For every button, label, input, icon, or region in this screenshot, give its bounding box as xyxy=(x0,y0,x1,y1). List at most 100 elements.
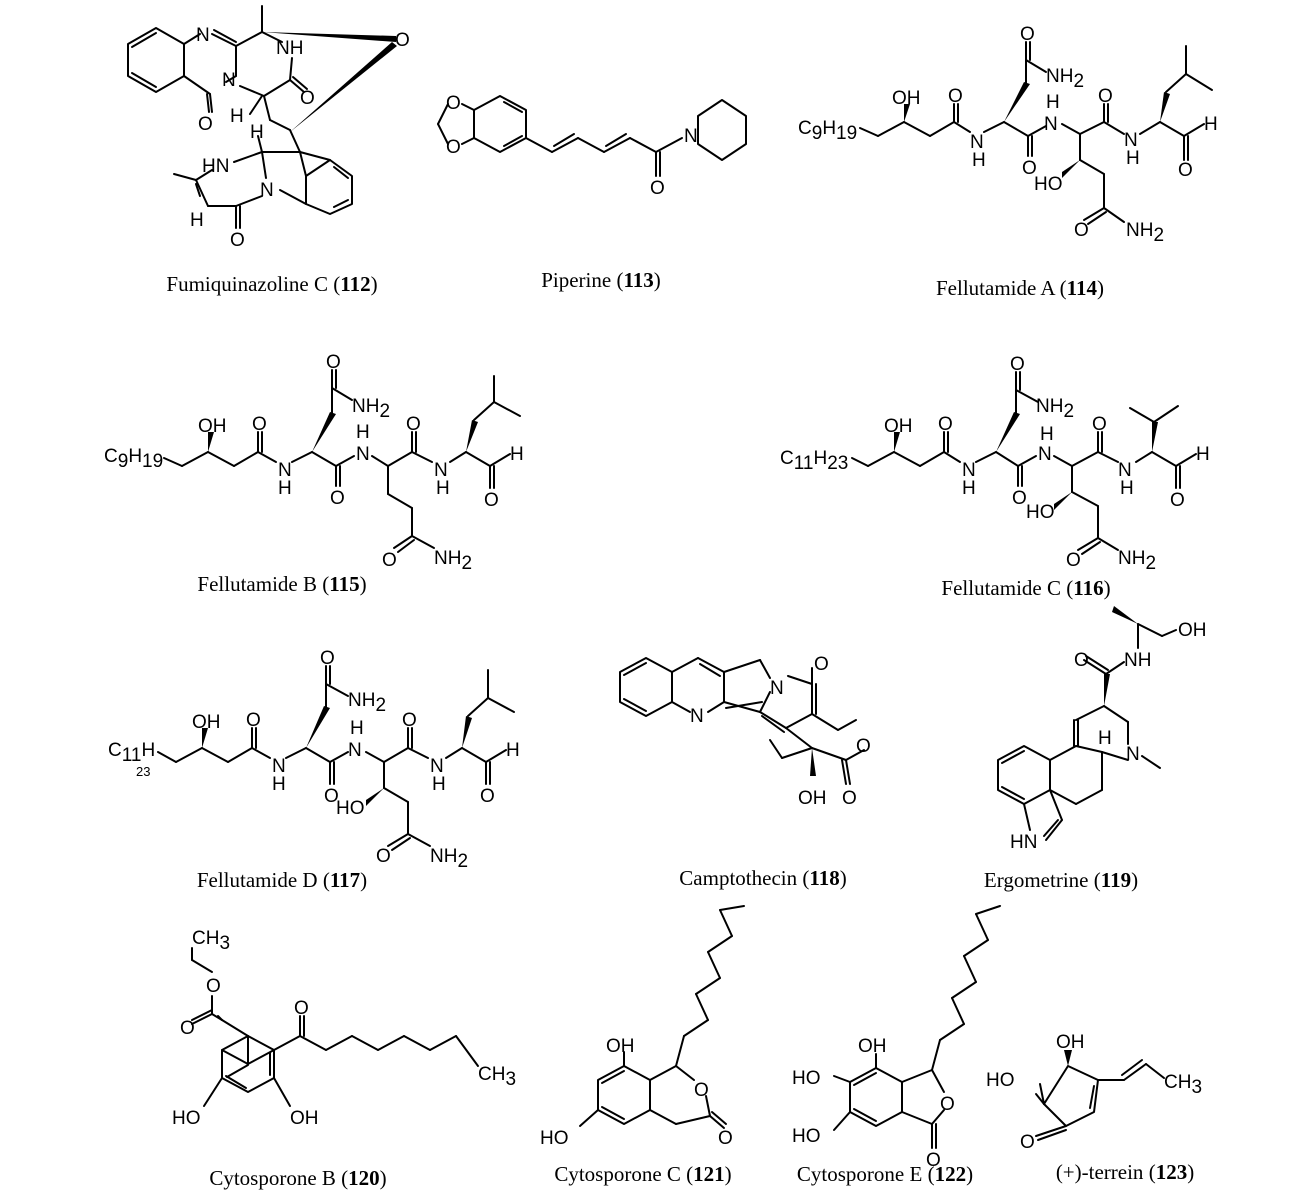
atom-label: HO xyxy=(792,1126,821,1147)
atom-label: OH xyxy=(1178,620,1207,641)
atom-label: N xyxy=(1044,114,1058,135)
atom-label: H xyxy=(250,122,264,143)
atom-label: O xyxy=(1170,490,1185,511)
atom-label: O xyxy=(300,88,315,109)
atom-label: HO xyxy=(1026,502,1055,523)
caption-camptothecin: Camptothecin (118) xyxy=(679,866,847,890)
atom-label: O xyxy=(1092,414,1107,435)
atom-label: O xyxy=(948,86,963,107)
atom-label: HO xyxy=(172,1108,201,1129)
atom-label: N xyxy=(1118,460,1132,481)
atom-label: OH xyxy=(858,1036,887,1057)
atom-label: O xyxy=(1066,550,1081,571)
atom-label: H xyxy=(962,478,976,499)
atom-label: CH3 xyxy=(478,1064,516,1090)
atom-label: CH3 xyxy=(192,928,230,954)
atom-label: H xyxy=(350,718,364,739)
atom-label: HO xyxy=(1034,174,1063,195)
atom-label: OH xyxy=(192,712,221,733)
atom-label: O xyxy=(395,30,410,51)
atom-label: HN xyxy=(202,156,229,177)
atom-label: O xyxy=(694,1080,709,1101)
atom-label: O xyxy=(402,710,417,731)
atom-label: HO xyxy=(336,798,365,819)
atom-label: O xyxy=(320,648,335,669)
caption-cytosporone-c: Cytosporone C (121) xyxy=(554,1162,732,1186)
caption-cytosporone-b: Cytosporone B (120) xyxy=(209,1166,387,1190)
atom-label: H xyxy=(972,150,986,171)
caption-piperine: Piperine (113) xyxy=(541,268,661,292)
structure-cytosporone-c: OH HO O O xyxy=(540,905,745,1149)
atom-label: O xyxy=(718,1128,733,1149)
atom-label: H xyxy=(356,422,370,443)
atom-label: N xyxy=(222,70,236,91)
atom-label: N xyxy=(434,460,448,481)
atom-label: H xyxy=(1046,92,1060,113)
caption-terrein: (+)-terrein (123) xyxy=(1055,1160,1195,1184)
atom-label: H xyxy=(1120,478,1134,499)
structure-fellutamide-c: C11H23 OH O N H O NH2 O H N HO O N H O N… xyxy=(780,354,1210,574)
atom-label: C11H23 xyxy=(780,448,848,474)
structure-fellutamide-d: C11H 23 OH O N H O NH2 O H N HO O N H O … xyxy=(108,648,520,872)
atom-label: H xyxy=(432,774,446,795)
atom-label: O xyxy=(294,998,309,1019)
atom-label: H xyxy=(1040,424,1054,445)
caption-fellutamide-d: Fellutamide D (117) xyxy=(196,868,368,892)
structure-camptothecin: N N O O O OH xyxy=(619,654,871,809)
atom-label: N xyxy=(684,126,698,147)
atom-label: N xyxy=(1126,744,1140,765)
atom-label: O xyxy=(198,114,213,135)
atom-label: N xyxy=(272,756,286,777)
atom-label: O xyxy=(842,788,857,809)
atom-label: HO xyxy=(986,1070,1015,1091)
structure-fellutamide-a: C9H19 OH O N H O NH2 O H N HO O N H O NH… xyxy=(798,24,1218,246)
atom-label: O xyxy=(1022,158,1037,179)
structure-fellutamide-b: C9H19 OH O N H O NH2 O H N O N H O NH2 O… xyxy=(104,352,524,574)
atom-label: OH xyxy=(290,1108,319,1129)
atom-label: HO xyxy=(540,1128,569,1149)
atom-label: C11H xyxy=(108,740,155,766)
atom-label: 23 xyxy=(136,764,150,779)
structure-fumiquinazoline-c: N N NH O O O H H HN N H O xyxy=(127,5,410,251)
atom-label: OH xyxy=(884,416,913,437)
atom-label: HN xyxy=(1010,832,1037,853)
atom-label: O xyxy=(1012,488,1027,509)
atom-label: OH xyxy=(892,88,921,109)
atom-label: NH2 xyxy=(1046,66,1084,92)
atom-label: O xyxy=(206,976,221,997)
caption-ergometrine: Ergometrine (119) xyxy=(983,868,1139,892)
atom-label: HO xyxy=(792,1068,821,1089)
atom-label: H xyxy=(510,444,524,465)
atom-label: NH xyxy=(276,38,303,59)
atom-label: NH2 xyxy=(352,396,390,422)
atom-label: O xyxy=(326,352,341,373)
structure-cytosporone-e: OH HO HO O O xyxy=(792,905,1001,1171)
atom-label: O xyxy=(180,1018,195,1039)
atom-label: O xyxy=(484,490,499,511)
atom-label: H xyxy=(272,774,286,795)
caption-cytosporone-e: Cytosporone E (122) xyxy=(796,1162,974,1186)
atom-label: N xyxy=(1038,444,1052,465)
atom-label: O xyxy=(446,93,461,114)
atom-label: O xyxy=(814,654,829,675)
structure-piperine: O O O N xyxy=(437,93,747,199)
atom-label: N xyxy=(430,756,444,777)
atom-label: C9H19 xyxy=(104,446,163,472)
atom-label: OH xyxy=(798,788,827,809)
caption-fellutamide-a: Fellutamide A (114) xyxy=(935,276,1105,300)
atom-label: N xyxy=(278,460,292,481)
atom-label: O xyxy=(246,710,261,731)
atom-label: NH2 xyxy=(1126,220,1164,246)
atom-label: NH2 xyxy=(1118,548,1156,574)
atom-label: O xyxy=(252,414,267,435)
atom-label: N xyxy=(962,460,976,481)
atom-label: N xyxy=(356,444,370,465)
atom-label: C9H19 xyxy=(798,118,857,144)
atom-label: OH xyxy=(606,1036,635,1057)
atom-label: O xyxy=(1074,650,1089,671)
atom-label: NH2 xyxy=(434,548,472,574)
atom-label: O xyxy=(1074,220,1089,241)
atom-label: O xyxy=(480,786,495,807)
